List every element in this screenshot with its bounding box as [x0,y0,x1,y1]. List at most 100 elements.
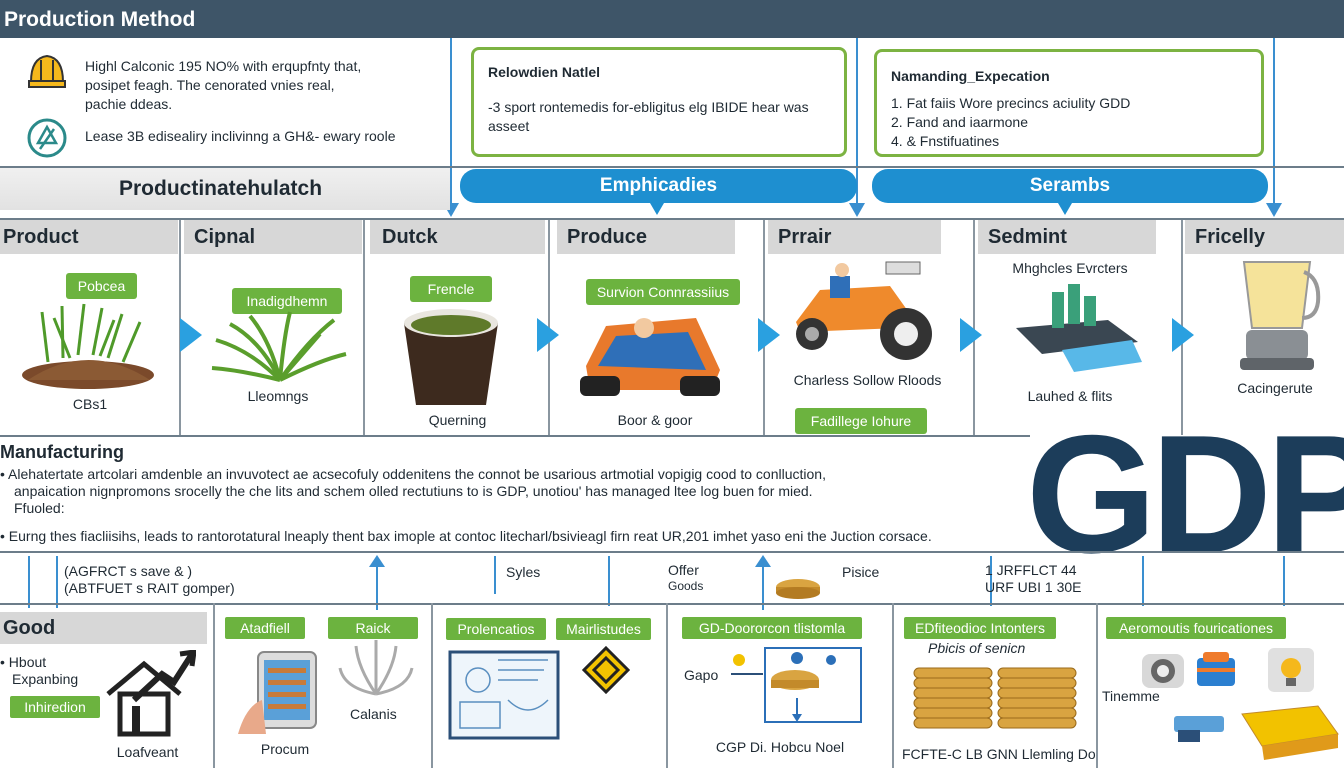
divider [0,551,1344,553]
step-caption: Boor & goor [617,412,693,428]
chevron-right-icon [758,318,780,352]
kart-machine-image [580,318,720,396]
coin-stacks-image [913,667,1077,729]
step-label: Pobcea [66,273,137,299]
bottom-label: Raick [328,617,418,639]
bottom-label: Prolencatios [446,618,546,640]
title-bar: Production Method [0,0,1344,38]
factory-image [1016,284,1142,372]
connector-line [608,556,610,606]
bottom-caption: Pbicis of senicn [928,640,1026,656]
step-caption: Lleomngs [247,388,309,404]
connector-line [494,556,496,594]
tablet-hand-image [238,651,317,734]
page-title: Production Method [4,8,196,31]
bottom-caption: FCFTE-C LB GNN Llemling Do [902,746,1096,762]
mid-label-syles: Syles [506,564,541,580]
bottom-head: Good [0,612,207,644]
bottom-label: GD-Doororcon tlistomla [682,617,862,639]
tractor-image [796,261,932,360]
cup-image [404,309,498,405]
arrow-up-icon [369,555,385,567]
divider [0,218,1344,220]
connector-line [1283,556,1285,606]
connector-line [762,560,764,610]
arrow-down-icon [849,203,865,217]
connector-line [56,556,58,608]
recycle-icon [27,118,67,158]
bulb-icon [1268,648,1314,692]
step-label: Inadigdhemn [232,288,342,314]
manufacturing-title: Manufacturing [0,442,124,462]
step-head: Produce [557,220,735,254]
mid-code: 1 JRFFLCT 44 URF UBI 1 30E [985,562,1082,595]
mid-label-offer: Offer Goods [668,562,704,593]
intro-note: Lease 3B edisealiry inclivinng a GH&- ew… [85,128,396,144]
bottom-label: Inhiredion [10,696,100,718]
grass-soil-image [22,303,154,389]
step-head: Prrair [768,220,941,254]
pill-emphicadies: Emphicadies [460,169,857,203]
method-band [0,168,450,210]
chevron-right-icon [180,318,202,352]
house-growth-icon [106,650,196,737]
step-cipnal [181,220,365,435]
clock-gear-icon [1142,654,1184,688]
info-box-namanding: Namanding_Expecation 1. Fat faiis Wore p… [874,49,1264,157]
gdp-wordmark: GDP [1026,400,1344,588]
info-box-relowdien: Relowdien Natlel -3 sport rontemedis for… [471,47,847,157]
bottom-col-2 [215,603,433,768]
step-label: Survion Connrassiius [586,279,740,305]
tools-cluster-image [1174,705,1339,760]
step-caption-top: Mhghcles Evrcters [1012,260,1128,276]
helmet-icon [28,54,66,88]
divider [0,435,1030,437]
arrow-up-icon [755,555,771,567]
chevron-right-icon [960,318,982,352]
step-head: Cipnal [184,220,362,254]
bottom-label: Atadfiell [225,617,305,639]
connector-line [450,38,452,210]
bottom-caption: CGP Di. Hobcu Noel [715,739,845,755]
arrow-down-icon [1058,203,1072,215]
chevron-right-icon [537,318,559,352]
bottom-col-3 [433,603,668,768]
step-head: Product [0,220,178,254]
connector-line [990,556,992,606]
connector-line [28,556,30,608]
step-caption: Cacingerute [1237,380,1313,396]
arrow-down-icon [650,203,664,215]
connector-line [1273,38,1275,210]
arrow-down-icon [1266,203,1282,217]
step-head: Sedmint [978,220,1156,254]
intro-text: Highl Calconic 195 NO% with erqupfnty th… [85,58,362,112]
toolbox-icon [1197,652,1235,686]
bottom-label: Mairlistudes [556,618,651,640]
step-head: Fricelly [1185,220,1344,254]
blender-image [1240,261,1321,370]
step-caption: Charless Sollow Rloods [793,372,942,388]
bottom-col-4 [668,603,894,768]
connector-line [856,38,858,210]
bottom-label: Aeromoutis fouricationes [1106,617,1286,639]
bottom-caption: Loafveant [116,744,179,760]
bottom-caption: Tinemme [1102,688,1160,704]
warning-diamond-icon [582,646,630,694]
bottom-caption: Gapo [684,667,719,683]
blueprint-image [448,650,560,740]
step-head: Dutck [370,220,545,254]
bottom-label: EDfiteodioc Intonters [904,617,1056,639]
bottom-caption: Procum [260,741,310,757]
step-caption: Lauhed & flits [1027,388,1113,404]
band-label: Productinatehulatch [119,177,323,200]
herb-plant-image [211,311,347,382]
divider [0,166,1344,168]
chevron-right-icon [1172,318,1194,352]
bottom-col-5 [894,603,1098,768]
cloud-network-image [338,640,414,696]
pill-serambs: Serambs [872,169,1268,203]
step-caption: CBs1 [72,396,108,412]
mid-label-pisice: Pisice [842,564,880,580]
manufacturing-text: • Alehatertate artcolari amdenble an inv… [0,466,932,544]
good-bullets: • Hbout Expanbing [0,654,79,687]
